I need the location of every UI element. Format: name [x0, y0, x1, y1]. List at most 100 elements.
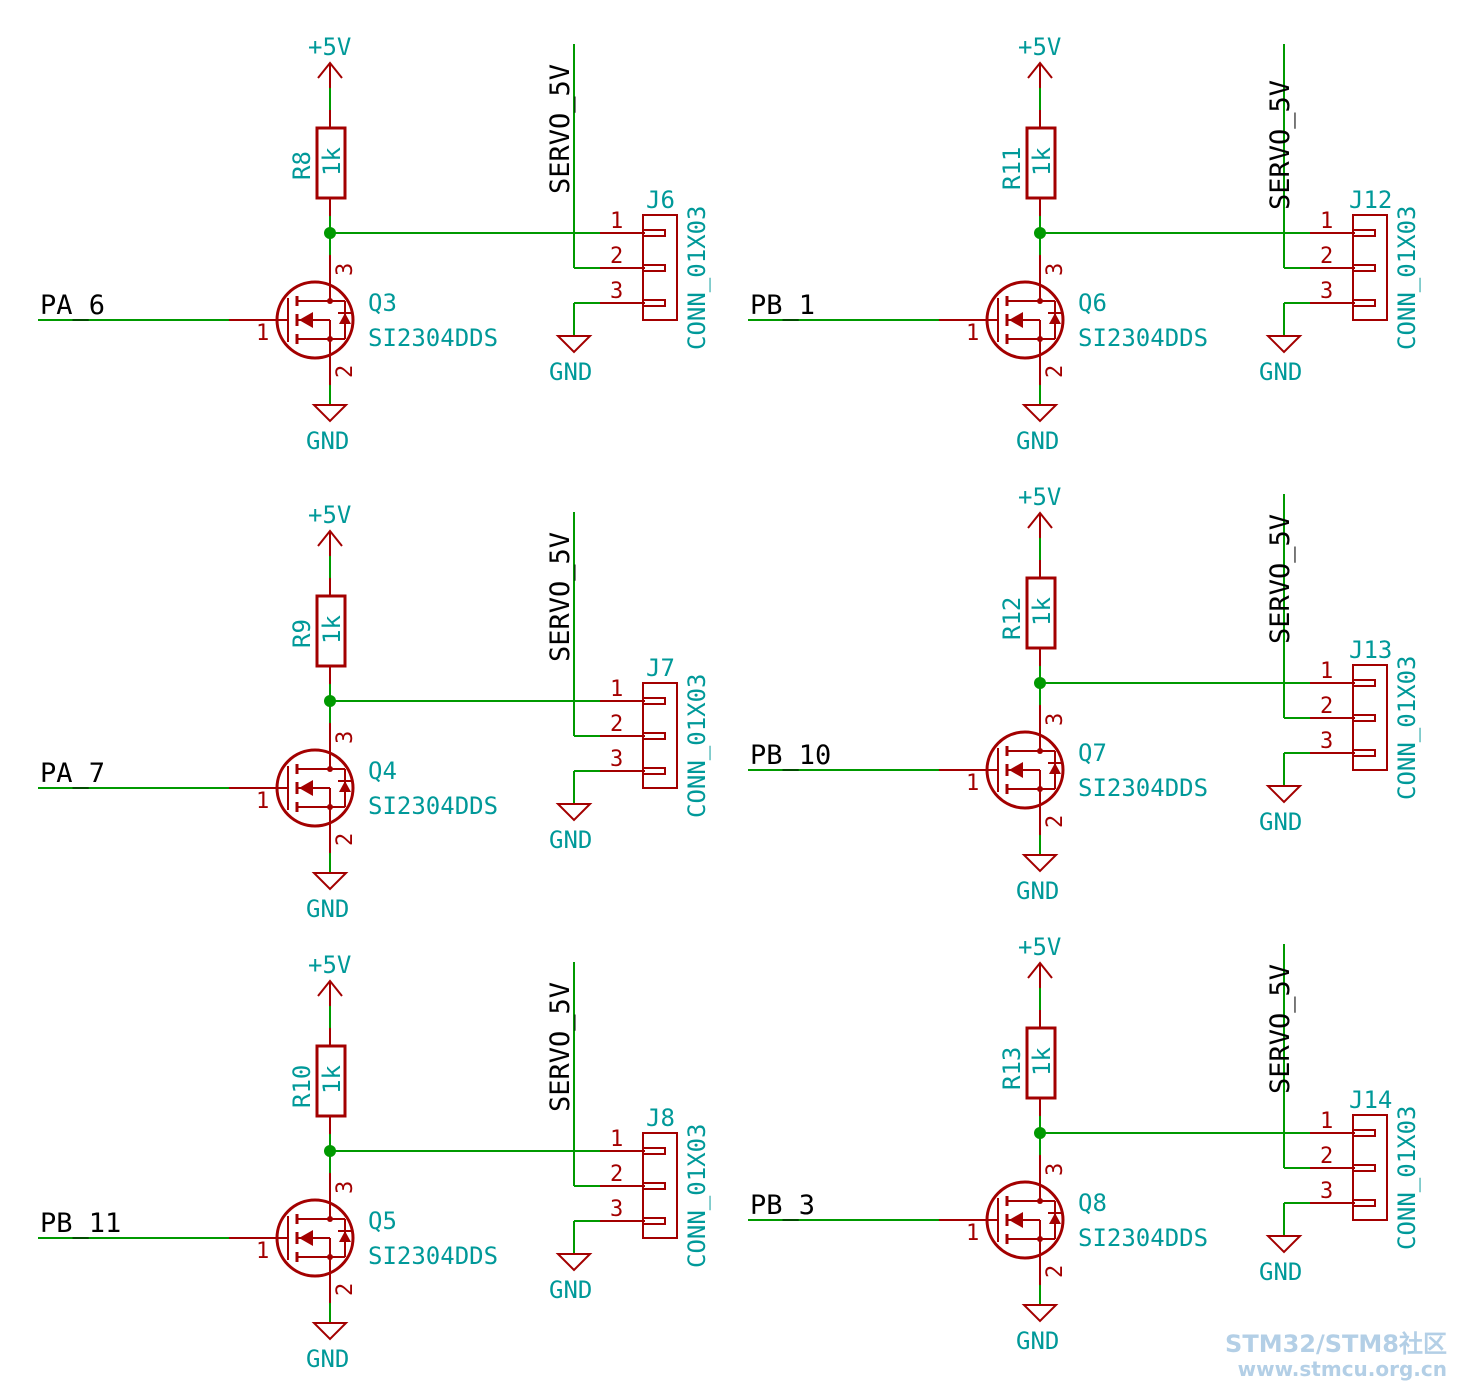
gate-pin-number: 1 [966, 771, 979, 796]
drain-pin-number: 3 [333, 1181, 358, 1194]
gate-pin-number: 1 [256, 321, 269, 346]
mosfet-part: SI2304DDS [368, 324, 498, 352]
conn-pin-1: 1 [1320, 659, 1333, 684]
mosfet-ref: Q4 [368, 757, 397, 785]
conn-pin-3: 3 [1320, 1179, 1333, 1204]
gate-pin-number: 1 [966, 321, 979, 346]
mosfet-ref: Q8 [1078, 1189, 1107, 1217]
servo-net-label: SERVO_5V [545, 982, 576, 1112]
mosfet-part: SI2304DDS [1078, 324, 1208, 352]
ground-label: GND [549, 358, 592, 386]
servo-net-label: SERVO_5V [545, 64, 576, 194]
conn-pin-2: 2 [1320, 1144, 1333, 1169]
power-label: +5V [1018, 483, 1061, 511]
resistor-value: 1k [1028, 1047, 1056, 1076]
source-pin-number: 2 [1043, 815, 1068, 828]
conn-pin-2: 2 [1320, 244, 1333, 269]
mosfet-ref: Q5 [368, 1207, 397, 1235]
input-net-label: PB_11 [40, 1208, 121, 1239]
drain-pin-number: 3 [1043, 263, 1068, 276]
gate-pin-number: 1 [256, 789, 269, 814]
power-label: +5V [1018, 933, 1061, 961]
connector-part: CONN_01X03 [683, 206, 711, 351]
mosfet-part: SI2304DDS [368, 792, 498, 820]
conn-pin-3: 3 [610, 279, 623, 304]
connector-part: CONN_01X03 [683, 1124, 711, 1269]
ground-label: GND [1016, 1327, 1059, 1355]
resistor-value: 1k [318, 615, 346, 644]
ground-label: GND [306, 895, 349, 923]
ground-label: GND [549, 1276, 592, 1304]
conn-pin-2: 2 [610, 712, 623, 737]
drain-pin-number: 3 [1043, 1163, 1068, 1176]
connector-part: CONN_01X03 [1393, 1106, 1421, 1251]
drain-pin-number: 3 [333, 263, 358, 276]
conn-pin-2: 2 [610, 1162, 623, 1187]
connector-part: CONN_01X03 [1393, 656, 1421, 801]
conn-pin-3: 3 [610, 1197, 623, 1222]
conn-pin-2: 2 [610, 244, 623, 269]
conn-pin-1: 1 [1320, 1109, 1333, 1134]
connector-ref: J7 [646, 654, 675, 682]
connector-ref: J12 [1349, 186, 1392, 214]
ground-label: GND [1016, 427, 1059, 455]
ground-label: GND [1016, 877, 1059, 905]
mosfet-part: SI2304DDS [1078, 774, 1208, 802]
power-label: +5V [308, 501, 351, 529]
input-net-label: PA_6 [40, 290, 105, 321]
mosfet-part: SI2304DDS [368, 1242, 498, 1270]
resistor-ref: R9 [288, 619, 316, 648]
connector-part: CONN_01X03 [683, 674, 711, 819]
conn-pin-1: 1 [610, 1127, 623, 1152]
input-net-label: PA_7 [40, 758, 105, 789]
resistor-ref: R11 [998, 147, 1026, 190]
ground-label: GND [549, 826, 592, 854]
ground-label: GND [1259, 358, 1302, 386]
source-pin-number: 2 [333, 365, 358, 378]
ground-label: GND [1259, 808, 1302, 836]
power-label: +5V [308, 33, 351, 61]
input-net-label: PB_1 [750, 290, 815, 321]
gate-pin-number: 1 [256, 1239, 269, 1264]
resistor-value: 1k [318, 147, 346, 176]
ground-label: GND [1259, 1258, 1302, 1286]
gate-pin-number: 1 [966, 1221, 979, 1246]
mosfet-ref: Q6 [1078, 289, 1107, 317]
input-net-label: PB_3 [750, 1190, 815, 1221]
resistor-value: 1k [318, 1065, 346, 1094]
source-pin-number: 2 [333, 1283, 358, 1296]
mosfet-ref: Q3 [368, 289, 397, 317]
resistor-value: 1k [1028, 147, 1056, 176]
connector-part: CONN_01X03 [1393, 206, 1421, 351]
watermark-title: STM32/STM8社区 [1225, 1330, 1447, 1358]
resistor-value: 1k [1028, 597, 1056, 626]
resistor-ref: R12 [998, 597, 1026, 640]
watermark-url: www.stmcu.org.cn [1238, 1357, 1447, 1381]
ground-label: GND [306, 1345, 349, 1373]
conn-pin-3: 3 [1320, 279, 1333, 304]
servo-net-label: SERVO_5V [545, 532, 576, 662]
mosfet-part: SI2304DDS [1078, 1224, 1208, 1252]
servo-net-label: SERVO_5V [1265, 80, 1296, 210]
drain-pin-number: 3 [333, 731, 358, 744]
resistor-ref: R10 [288, 1065, 316, 1108]
connector-ref: J6 [646, 186, 675, 214]
input-net-label: PB_10 [750, 740, 831, 771]
conn-pin-3: 3 [1320, 729, 1333, 754]
power-label: +5V [1018, 33, 1061, 61]
resistor-ref: R13 [998, 1047, 1026, 1090]
conn-pin-3: 3 [610, 747, 623, 772]
conn-pin-2: 2 [1320, 694, 1333, 719]
servo-net-label: SERVO_5V [1265, 964, 1296, 1094]
connector-ref: J14 [1349, 1086, 1392, 1114]
conn-pin-1: 1 [1320, 209, 1333, 234]
source-pin-number: 2 [1043, 1265, 1068, 1278]
connector-ref: J13 [1349, 636, 1392, 664]
servo-net-label: SERVO_5V [1265, 514, 1296, 644]
connector-ref: J8 [646, 1104, 675, 1132]
power-label: +5V [308, 951, 351, 979]
ground-label: GND [306, 427, 349, 455]
drain-pin-number: 3 [1043, 713, 1068, 726]
source-pin-number: 2 [1043, 365, 1068, 378]
